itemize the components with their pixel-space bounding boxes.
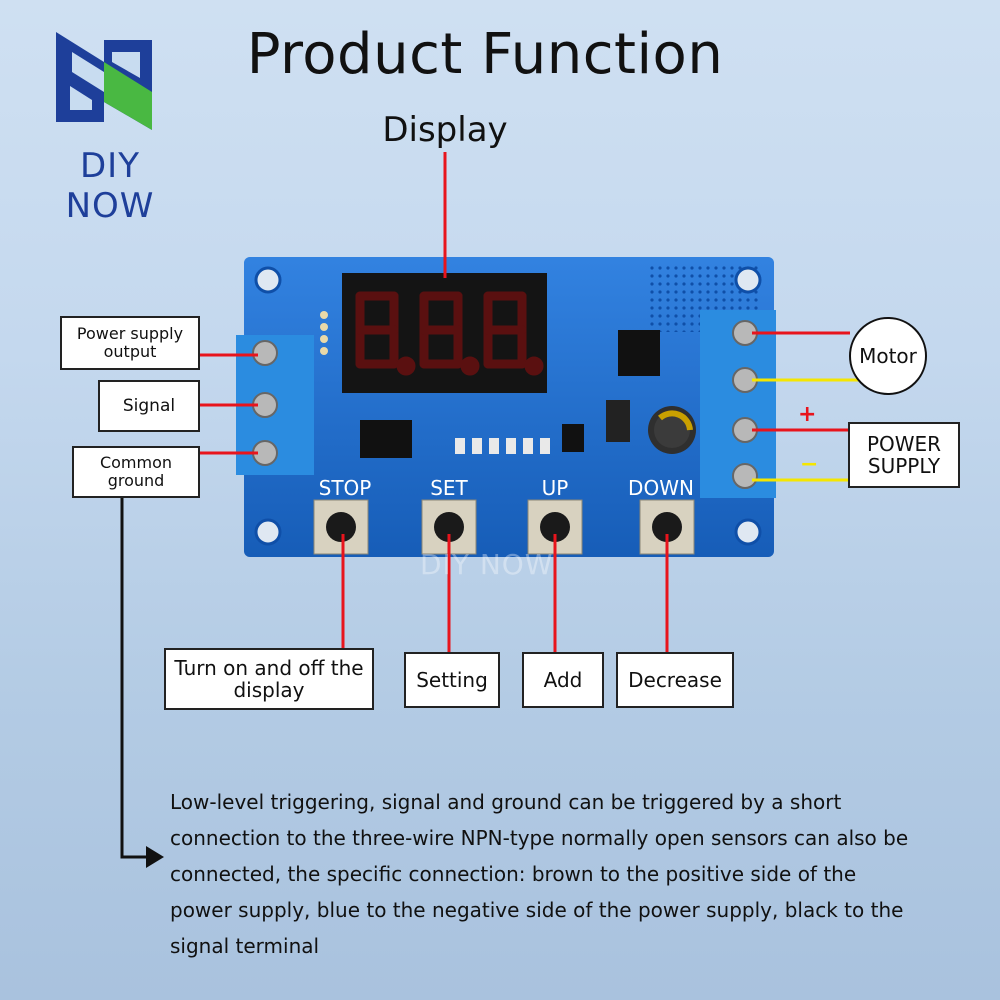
- left-terminal-screws: [252, 340, 278, 466]
- label-setting: Setting: [404, 652, 500, 708]
- button-label-stop: STOP: [318, 476, 372, 500]
- button-label-down: DOWN: [628, 476, 694, 500]
- label-signal: Signal: [98, 380, 200, 432]
- chip-u3: [360, 420, 412, 458]
- display-decimal-point: [396, 356, 416, 376]
- label-add: Add: [522, 652, 604, 708]
- button-label-set: SET: [430, 476, 468, 500]
- display-label: Display: [382, 110, 508, 150]
- pointer-lines: [200, 152, 850, 652]
- note-pointer: [120, 497, 148, 859]
- plus-mark: +: [798, 402, 817, 427]
- mount-holes: [254, 266, 762, 546]
- page-title: Product Function: [246, 22, 724, 87]
- note-line: connection to the three-wire NPN-type no…: [170, 826, 909, 850]
- yellow-wires: [752, 378, 860, 482]
- label-power-supply-output: Power supply output: [60, 316, 200, 370]
- label-common-ground: Common ground: [72, 446, 200, 498]
- button-label-up: UP: [541, 476, 569, 500]
- watermark: DIY NOW: [420, 548, 554, 581]
- note-arrow-icon: [146, 846, 164, 868]
- note-line: connected, the specific connection: brow…: [170, 862, 857, 886]
- chip-u4: [618, 330, 660, 376]
- note-line: Low-level triggering, signal and ground …: [170, 790, 842, 814]
- label-motor: Motor: [859, 344, 917, 368]
- note-line: power supply, blue to the negative side …: [170, 898, 904, 922]
- display-decimal-point: [524, 356, 544, 376]
- label-power-supply: POWER SUPPLY: [848, 422, 960, 488]
- diy-now-logo-icon: [56, 32, 152, 130]
- note-line: signal terminal: [170, 934, 320, 958]
- motor-circle: [849, 317, 927, 395]
- label-turn-on-off-display: Turn on and off the display: [164, 648, 374, 710]
- label-decrease: Decrease: [616, 652, 734, 708]
- display-decimal-point: [460, 356, 480, 376]
- minus-mark: −: [800, 452, 819, 477]
- brand-name: DIY NOW: [65, 146, 155, 226]
- tactile-buttons: [313, 499, 695, 555]
